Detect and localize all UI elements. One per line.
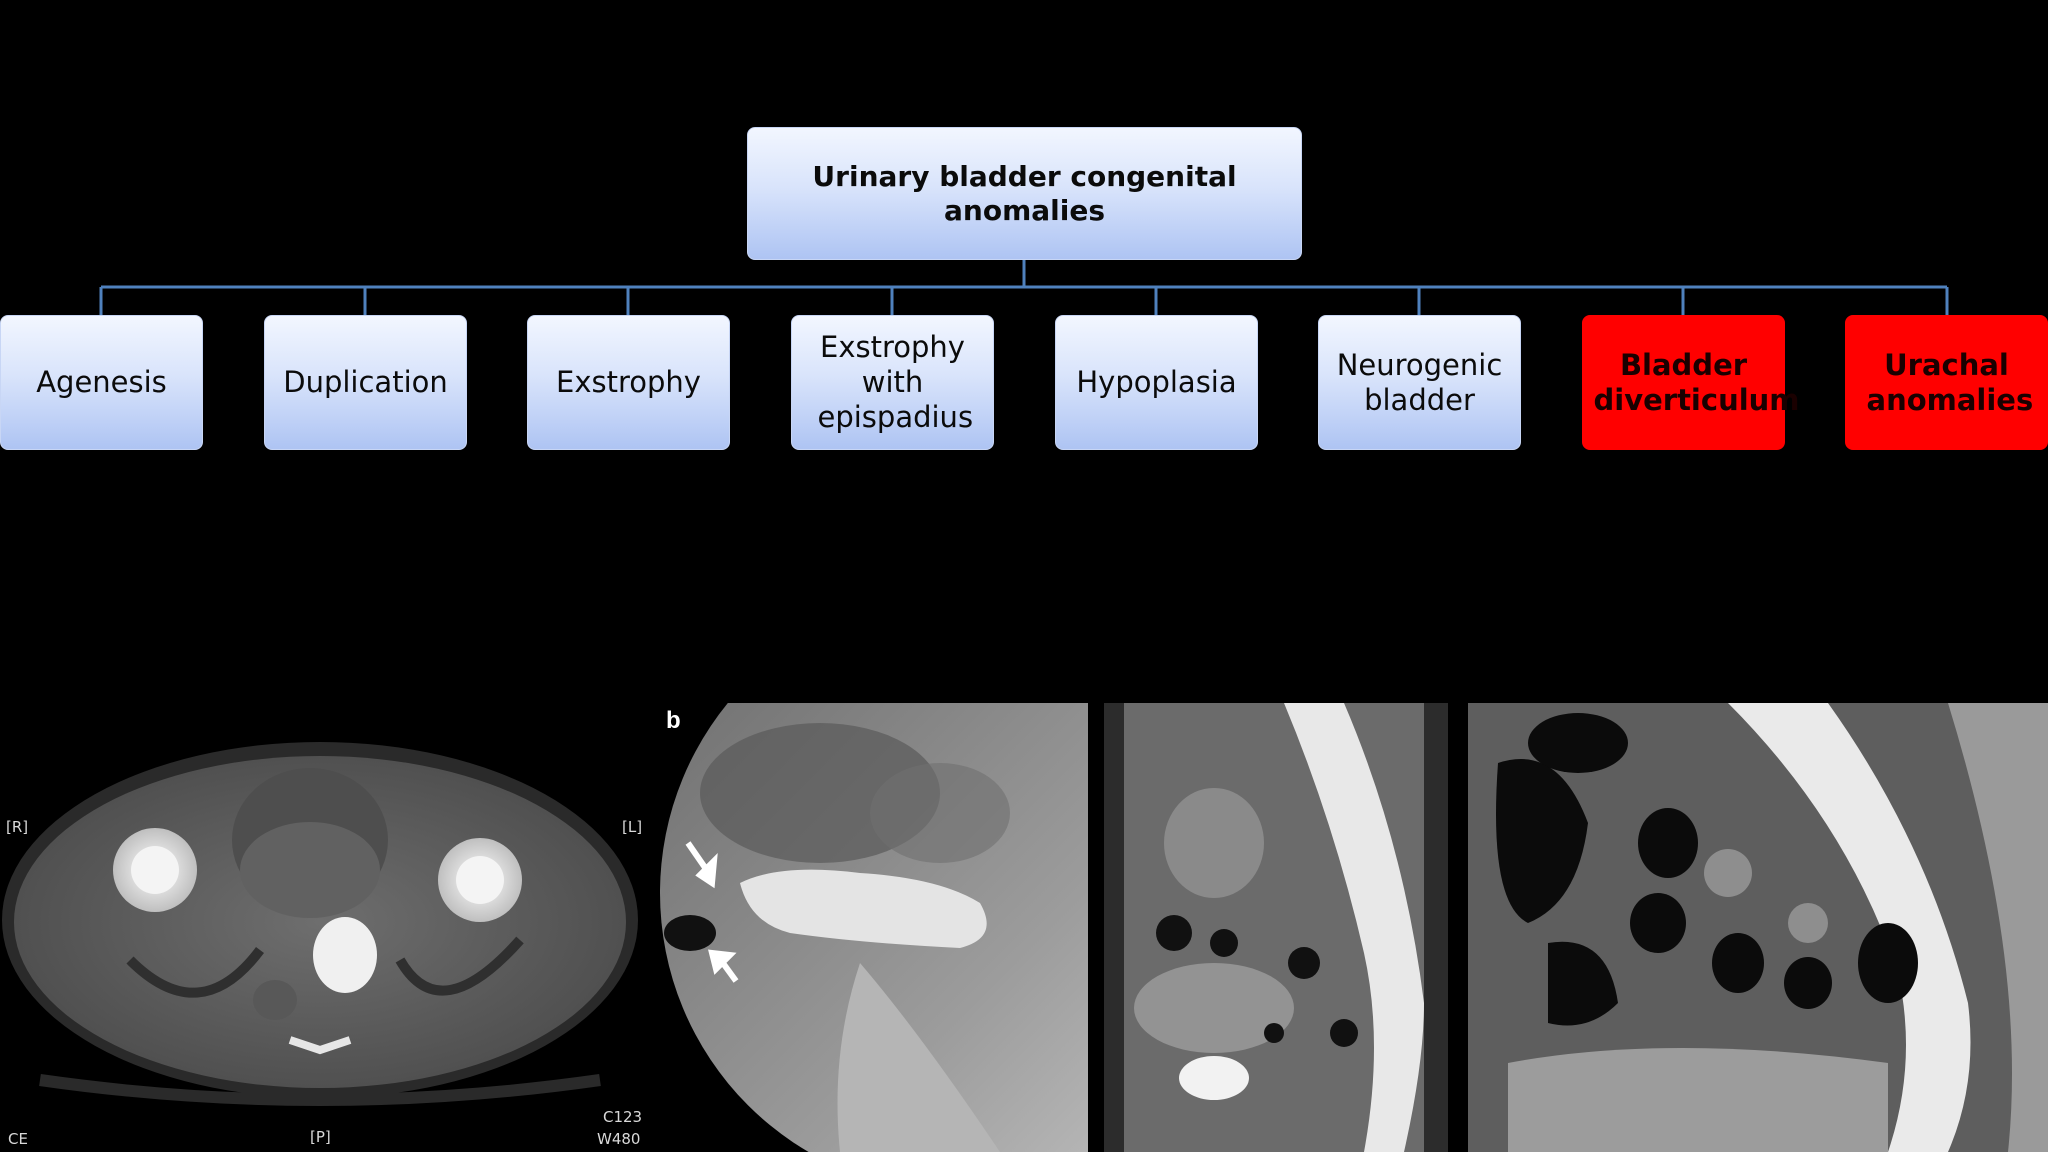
node-hypoplasia: Hypoplasia — [1055, 315, 1258, 450]
ct-label-right: [R] — [6, 818, 29, 836]
cystogram-label: b — [666, 707, 681, 734]
ct-corner-w: W480 — [597, 1130, 641, 1148]
ct-corner-c: C123 — [603, 1108, 643, 1126]
node-label: Exstrophy with epispadius — [817, 330, 974, 434]
node-label: Agenesis — [36, 365, 167, 400]
ct-label-posterior: [P] — [310, 1128, 331, 1146]
node-exstrophy-epispadius: Exstrophy with epispadius — [791, 315, 994, 450]
ct-label-left: [L] — [622, 818, 643, 836]
node-label: Neurogenic bladder — [1336, 347, 1503, 417]
ct-sagittal-image-2 — [1468, 703, 2048, 1152]
node-exstrophy: Exstrophy — [527, 315, 730, 450]
node-label: Hypoplasia — [1076, 365, 1237, 400]
root-node: Urinary bladder congenital anomalies — [747, 127, 1302, 260]
node-label: Duplication — [283, 365, 448, 400]
ct-axial-image: [R] [L] [P] CE C123 W480 — [0, 700, 650, 1152]
root-node-label: Urinary bladder congenital anomalies — [812, 159, 1237, 227]
node-label: Urachal anomalies — [1866, 347, 2034, 417]
node-urachal-anomalies: Urachal anomalies — [1845, 315, 2048, 450]
ct-sagittal-image-1 — [1104, 703, 1448, 1152]
ct-corner-left: CE — [8, 1130, 28, 1148]
node-agenesis: Agenesis — [0, 315, 203, 450]
node-duplication: Duplication — [264, 315, 467, 450]
cystogram-image: b — [660, 703, 1088, 1152]
node-neurogenic-bladder: Neurogenic bladder — [1318, 315, 1521, 450]
node-label: Bladder diverticulum — [1593, 347, 1800, 417]
node-bladder-diverticulum: Bladder diverticulum — [1582, 315, 1800, 450]
node-label: Exstrophy — [556, 365, 701, 400]
